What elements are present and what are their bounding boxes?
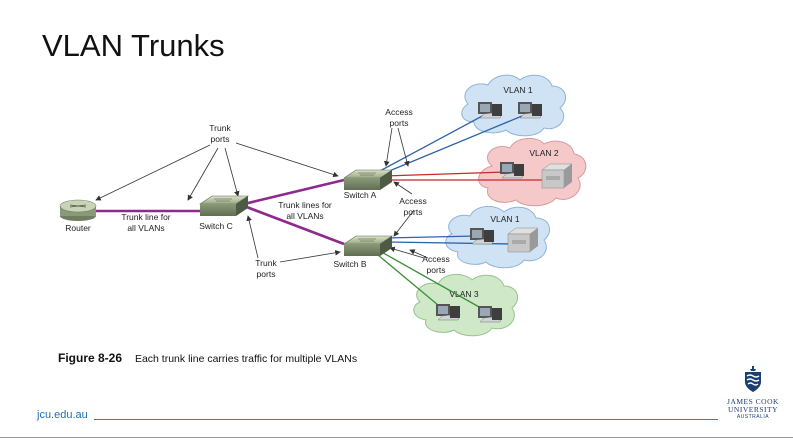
trunk-lines-label: Trunk lines for: [278, 200, 332, 210]
logo-line-3: AUSTRALIA: [736, 414, 770, 420]
switch-c-label: Switch C: [199, 221, 233, 231]
printer-icon: [541, 163, 573, 189]
annotation-arrows: [95, 127, 429, 263]
access-lines-vlan3: [371, 249, 489, 313]
router-icon: [59, 199, 97, 221]
switch-b-icon: [343, 235, 393, 256]
figure-caption: Figure 8-26 Each trunk line carries traf…: [58, 351, 357, 365]
vlan1-top-label: VLAN 1: [503, 85, 533, 95]
university-logo: JAMES COOK UNIVERSITY AUSTRALIA: [722, 365, 784, 425]
figure-caption-text: Each trunk line carries traffic for mult…: [134, 353, 358, 365]
vlan1-bottom-label: VLAN 1: [490, 214, 520, 224]
trunk-ports-top-label: Trunk: [209, 123, 231, 133]
access-ports-top-label: Access: [385, 107, 412, 117]
footer-divider: [94, 419, 718, 420]
bottom-divider: [0, 437, 793, 438]
trunk-line-switch-c-switch-a: [243, 178, 345, 206]
trunk-ports-bottom-label: Trunk: [255, 258, 277, 268]
trunk-ports-top-label: ports: [211, 134, 230, 144]
cloud-vlan3: [413, 274, 519, 337]
printer-icon: [507, 227, 539, 253]
access-ports-bottom-label: ports: [427, 265, 446, 275]
access-ports-mid-label: ports: [404, 207, 423, 217]
router-label: Router: [65, 223, 91, 233]
switch-b-label: Switch B: [333, 259, 366, 269]
trunk-line-switch-c-switch-b: [243, 204, 345, 246]
trunk-ports-bottom-label: ports: [257, 269, 276, 279]
computer-icon: [478, 306, 503, 323]
access-ports-mid-label: Access: [399, 196, 426, 206]
vlan3-label: VLAN 3: [449, 289, 479, 299]
access-lines-vlan2: [383, 171, 546, 181]
switch-a-label: Switch A: [344, 190, 377, 200]
cloud-vlan2: [478, 138, 587, 207]
cloud-vlan1-bottom: [445, 206, 551, 269]
cloud-vlan1-top: [461, 74, 567, 137]
trunk-lines: [96, 178, 345, 246]
logo-line-1: JAMES COOK: [727, 397, 779, 406]
vlan2-label: VLAN 2: [529, 148, 559, 158]
computer-icon: [518, 102, 543, 119]
computer-icon: [470, 228, 495, 245]
switch-c-icon: [199, 195, 249, 216]
computer-icon: [436, 304, 461, 321]
figure-number: Figure 8-26: [58, 351, 123, 365]
logo-line-2: UNIVERSITY: [728, 405, 778, 414]
trunk-lines-label: all VLANs: [286, 211, 323, 221]
shield-icon: [745, 366, 761, 392]
access-ports-bottom-label: Access: [422, 254, 449, 264]
computer-icon: [500, 162, 525, 179]
trunk-line-label: all VLANs: [127, 223, 164, 233]
computer-icon: [478, 102, 503, 119]
trunk-line-label: Trunk line for: [121, 212, 170, 222]
access-lines-vlan1-bottom: [385, 235, 515, 245]
access-ports-top-label: ports: [390, 118, 409, 128]
slide-title: VLAN Trunks: [42, 28, 225, 63]
footer-url[interactable]: jcu.edu.au: [37, 409, 88, 421]
switch-a-icon: [343, 169, 393, 190]
